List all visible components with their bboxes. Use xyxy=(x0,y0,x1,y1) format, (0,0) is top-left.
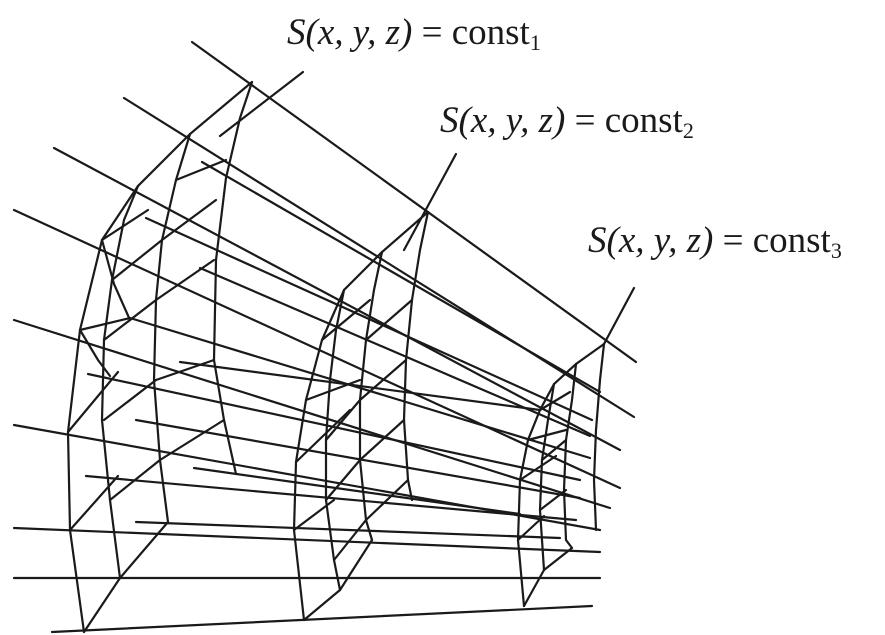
surface-curve xyxy=(154,258,216,302)
surface-curve xyxy=(516,514,546,542)
ray-line xyxy=(128,316,592,460)
surface-curve xyxy=(562,362,578,550)
surface-curve xyxy=(338,538,374,592)
surface-curve xyxy=(518,454,558,482)
leader-line-2 xyxy=(402,152,458,252)
label-leaders xyxy=(218,70,636,346)
label-equals: = xyxy=(421,12,443,53)
surface-curve xyxy=(292,498,336,532)
surface-curve xyxy=(358,358,408,402)
surface-curve xyxy=(538,390,572,412)
label-lhs: S(x, y, z) xyxy=(588,220,714,261)
label-subscript: 1 xyxy=(529,30,541,55)
leader-line-3 xyxy=(602,286,636,346)
label-const: const xyxy=(752,220,831,261)
surface-curve xyxy=(160,198,218,242)
surface-curve xyxy=(66,370,120,434)
surface-curve xyxy=(540,438,568,462)
ray-line xyxy=(86,372,582,482)
label-equals: = xyxy=(722,220,744,261)
ray-line xyxy=(12,208,622,490)
surface-curve xyxy=(110,238,164,282)
ray-line xyxy=(178,360,542,412)
ray-line xyxy=(190,40,638,364)
label-lhs: S(x, y, z) xyxy=(440,100,566,141)
surface-curve xyxy=(294,408,352,464)
surface-curve xyxy=(358,418,406,462)
surface-curve xyxy=(538,488,568,512)
surface-curve xyxy=(542,546,574,572)
ray-line xyxy=(200,160,602,394)
label-const: const xyxy=(604,100,683,141)
surface-curve xyxy=(402,210,430,502)
surface-curve xyxy=(364,298,414,342)
ray-line xyxy=(122,96,636,419)
surface-curve xyxy=(516,342,606,608)
surface-curve xyxy=(100,238,132,322)
ray-line xyxy=(50,604,594,634)
ray-line xyxy=(134,418,582,500)
surface-curve xyxy=(158,418,226,462)
surface-2-wireframe xyxy=(292,210,430,622)
surface-curve xyxy=(526,428,568,442)
label-subscript: 2 xyxy=(682,118,694,143)
surface-curve xyxy=(108,458,162,502)
surface-label-1: S(x, y, z) = const1 xyxy=(287,14,541,54)
surface-curve xyxy=(102,378,158,422)
surface-curve xyxy=(592,342,606,532)
surface-curve xyxy=(212,80,254,476)
inner-ray-lines xyxy=(84,160,602,540)
surface-curve xyxy=(78,328,112,378)
ray-lines xyxy=(12,40,638,634)
ray-line xyxy=(134,520,562,540)
ray-line xyxy=(52,146,622,452)
leader-line-1 xyxy=(218,70,305,138)
surface-1-wireframe xyxy=(66,80,254,634)
surface-curve xyxy=(332,518,368,562)
surface-label-2: S(x, y, z) = const2 xyxy=(440,102,694,142)
surface-curve xyxy=(302,588,342,622)
surface-curve xyxy=(102,298,158,342)
surface-curve xyxy=(304,378,362,402)
surface-curve xyxy=(66,80,254,634)
surface-label-3: S(x, y, z) = const3 xyxy=(588,222,842,262)
surface-curve xyxy=(324,398,362,442)
surface-curve xyxy=(320,298,372,342)
ray-line xyxy=(12,526,602,554)
ray-line xyxy=(192,466,522,516)
surface-curve xyxy=(364,478,410,522)
ray-line xyxy=(84,474,578,522)
surface-curve xyxy=(154,358,216,382)
surface-curve xyxy=(292,210,430,622)
surface-curve xyxy=(82,576,122,634)
label-subscript: 3 xyxy=(830,238,842,263)
label-lhs: S(x, y, z) xyxy=(287,12,413,53)
surface-curve xyxy=(174,158,228,182)
surface-curve xyxy=(324,458,362,502)
surface-curve xyxy=(118,520,170,580)
surface-3-wireframe xyxy=(516,342,606,608)
surface-curve xyxy=(68,474,120,532)
surface-curve xyxy=(78,316,132,332)
label-const: const xyxy=(451,12,530,53)
label-equals: = xyxy=(574,100,596,141)
ray-line xyxy=(12,318,612,510)
surface-curve xyxy=(522,568,546,608)
surface-curve xyxy=(100,208,150,242)
